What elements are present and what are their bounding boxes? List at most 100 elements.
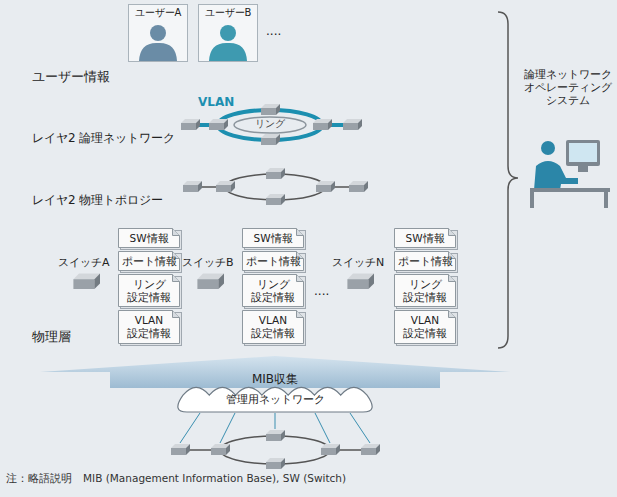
switch-front (266, 172, 281, 179)
switch-side (376, 444, 380, 455)
layer-shadow (21, 163, 496, 217)
switch-front (171, 448, 186, 455)
switch-front (313, 123, 328, 130)
mgmt-line (275, 413, 276, 429)
layer-panel: ユーザー情報ユーザーAユーザーB (18, 8, 493, 92)
node-text: 物理層 (32, 329, 71, 345)
node-text: ポート情報 (246, 255, 301, 268)
doc-outline (395, 275, 456, 307)
switch-icon (347, 274, 374, 289)
switch-front (349, 185, 364, 192)
switch-front (266, 434, 281, 441)
mgmt-line (220, 413, 235, 443)
node-text: VLAN 設定情報 (400, 314, 450, 339)
text-label: .... (314, 284, 329, 298)
switch-icon (313, 119, 332, 130)
text-label: .... (266, 24, 281, 38)
switch-side (281, 194, 285, 205)
label-box: 注：略語説明 MIB (Management Information Base)… (6, 472, 346, 485)
doc-outline (119, 275, 180, 307)
label-box: スイッチA (58, 256, 110, 269)
switch-side (276, 104, 280, 115)
switch-side (196, 119, 200, 130)
switch-front (73, 279, 94, 289)
switch-icon (261, 104, 280, 115)
label-box: .... (314, 284, 329, 298)
switch-side (231, 181, 235, 192)
label-box: .... (266, 24, 281, 38)
info-document: リング 設定情報 (394, 274, 456, 307)
brace (498, 12, 518, 348)
layer-shadow (21, 101, 496, 155)
doc-fold (449, 275, 456, 282)
info-document: SW情報 (394, 228, 456, 248)
doc-outline (243, 275, 304, 307)
layer-shadow (21, 11, 496, 95)
switch-front (266, 198, 281, 205)
switch-front (321, 448, 336, 455)
info-document: VLAN 設定情報 (394, 310, 456, 344)
switch-front (261, 108, 276, 115)
label-box: 論理ネットワーク オペレーティング システム (521, 68, 614, 108)
user-card: ユーザーA (128, 4, 188, 62)
switch-icon (183, 181, 202, 192)
mgmt-line (315, 413, 330, 443)
operator-icon (530, 140, 610, 208)
switch-side (281, 458, 285, 469)
network-cloud: 管理用ネットワーク (175, 388, 375, 412)
info-document: リング 設定情報 (242, 274, 304, 307)
switch-front (261, 138, 276, 145)
switch-icon (209, 119, 228, 130)
node-text: ポート情報 (398, 255, 453, 268)
doc-outline (243, 252, 304, 271)
user-head (150, 25, 166, 41)
node-text: リング 設定情報 (248, 278, 298, 303)
switch-icon (266, 458, 285, 469)
switch-side (94, 274, 100, 289)
node-text: VLAN 設定情報 (124, 314, 174, 339)
doc-outline (395, 252, 456, 271)
info-document: SW情報 (118, 228, 180, 248)
switch-icon (171, 444, 190, 455)
text-label: リング (255, 118, 285, 129)
text-label: 注：略語説明 MIB (Management Information Base)… (6, 472, 346, 484)
mgmt-line (350, 413, 370, 443)
node-text: VLAN 設定情報 (248, 314, 298, 339)
layer-shadow (21, 225, 496, 355)
doc-fold (297, 229, 304, 236)
desk-leg (604, 192, 608, 208)
doc-fold (297, 275, 304, 282)
switch-side (218, 274, 224, 289)
layer-outline (18, 222, 493, 352)
label-box: リング (246, 118, 294, 130)
text-label: スイッチN (332, 256, 384, 269)
layer-panel: 物理層 SW情報ポート情報リング 設定情報 VLAN 設定情報 SW情報ポート情報リン… (18, 222, 493, 352)
switch-front (343, 123, 358, 130)
user-body (209, 43, 247, 61)
node-text: MIB収集 (252, 372, 298, 386)
switch-icon (197, 274, 224, 289)
switch-icon (349, 181, 368, 192)
operator-head (541, 141, 555, 155)
switch-icon (211, 444, 230, 455)
node-text: リング 設定情報 (400, 278, 450, 303)
switch-side (336, 444, 340, 455)
switch-side (328, 119, 332, 130)
switch-icon (261, 134, 280, 145)
switch-front (181, 123, 196, 130)
switch-icon (216, 181, 235, 192)
text-label: 論理ネットワーク オペレーティング システム (524, 68, 612, 107)
text-label: スイッチB (182, 256, 234, 269)
label-box: スイッチB (182, 256, 234, 269)
card-outline (129, 5, 188, 62)
ring-line (234, 117, 306, 133)
switch-front (266, 462, 281, 469)
doc-fold (449, 311, 456, 318)
switch-side (281, 430, 285, 441)
switch-front (361, 448, 376, 455)
operator-body (534, 161, 578, 190)
doc-outline (395, 229, 456, 248)
switch-icon (266, 168, 285, 179)
switch-icon (266, 430, 285, 441)
